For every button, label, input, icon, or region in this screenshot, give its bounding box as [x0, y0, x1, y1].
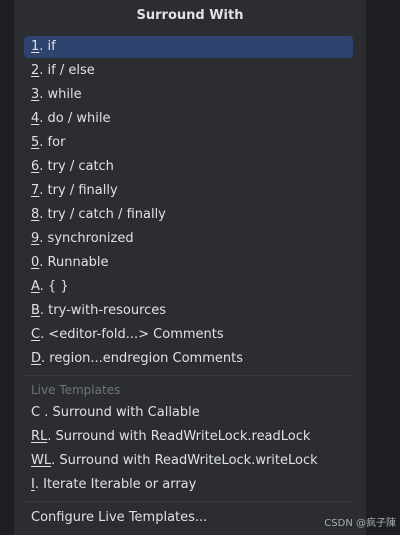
menu-item-if[interactable]: 1. if [24, 36, 353, 58]
menu-item-mnemonic: 3 [31, 87, 40, 102]
configure-live-templates-link[interactable]: Configure Live Templates... [31, 510, 208, 525]
menu-item-mnemonic: RL [31, 429, 48, 444]
menu-item-label: . try / catch [39, 159, 114, 174]
menu-item-label: . <editor-fold...> Comments [40, 327, 224, 342]
menu-item-do-while[interactable]: 4. do / while [24, 108, 353, 130]
menu-item-mnemonic: WL [31, 453, 52, 468]
menu-item-editor-fold-comments[interactable]: C. <editor-fold...> Comments [24, 324, 353, 346]
menu-item-label: . if [39, 39, 56, 54]
menu-item-label: . synchronized [39, 231, 134, 246]
menu-item-runnable[interactable]: 0. Runnable [24, 252, 353, 274]
menu-item-readlock[interactable]: RL. Surround with ReadWriteLock.readLock [24, 426, 353, 448]
menu-item-mnemonic: I [31, 477, 35, 492]
menu-item-mnemonic: 9 [31, 231, 40, 246]
editor-background-left [0, 0, 14, 535]
menu-item-if-else[interactable]: 2. if / else [24, 60, 353, 82]
menu-item-try-finally[interactable]: 7. try / finally [24, 180, 353, 202]
menu-item-mnemonic: 7 [31, 183, 40, 198]
menu-item-mnemonic: C [31, 327, 41, 342]
menu-item-braces[interactable]: A. { } [24, 276, 353, 298]
menu-item-try-catch[interactable]: 6. try / catch [24, 156, 353, 178]
menu-item-surround-callable[interactable]: C . Surround with Callable [24, 402, 353, 424]
menu-item-label: . do / while [39, 111, 111, 126]
live-templates-group-label: Live Templates [31, 383, 121, 397]
menu-item-label: . Runnable [39, 255, 109, 270]
menu-item-label: . for [39, 135, 66, 150]
menu-item-iterate-iterable[interactable]: I. Iterate Iterable or array [24, 474, 353, 496]
menu-item-mnemonic: D [31, 351, 42, 366]
separator [24, 375, 353, 376]
surround-with-popup: Surround With 1. if 2. if / else 3. whil… [14, 0, 366, 535]
menu-item-try-catch-finally[interactable]: 8. try / catch / finally [24, 204, 353, 226]
popup-title: Surround With [136, 8, 244, 23]
menu-item-label: . if / else [39, 63, 95, 78]
menu-item-writelock[interactable]: WL. Surround with ReadWriteLock.writeLoc… [24, 450, 353, 472]
menu-item-mnemonic: 4 [31, 111, 40, 126]
menu-item-label: . { } [39, 279, 69, 294]
menu-item-mnemonic: 2 [31, 63, 40, 78]
menu-item-label: . Iterate Iterable or array [34, 477, 197, 492]
menu-item-label: . try / catch / finally [39, 207, 166, 222]
menu-item-mnemonic: B [31, 303, 40, 318]
menu-item-mnemonic: 5 [31, 135, 40, 150]
separator [24, 501, 353, 502]
menu-item-label: . Surround with ReadWriteLock.writeLock [51, 453, 318, 468]
menu-item-mnemonic: 1 [31, 39, 40, 54]
menu-item-mnemonic: 8 [31, 207, 40, 222]
menu-item-label: . try-with-resources [39, 303, 167, 318]
menu-item-label: . Surround with ReadWriteLock.readLock [47, 429, 311, 444]
menu-item-mnemonic: 0 [31, 255, 40, 270]
menu-item-label: . region...endregion Comments [41, 351, 243, 366]
menu-item-label: C . Surround with Callable [31, 405, 200, 420]
editor-background-right [366, 0, 400, 535]
menu-item-synchronized[interactable]: 9. synchronized [24, 228, 353, 250]
menu-item-label: . while [39, 87, 82, 102]
menu-item-try-with-resources[interactable]: B. try-with-resources [24, 300, 353, 322]
menu-item-mnemonic: A [31, 279, 40, 294]
menu-item-for[interactable]: 5. for [24, 132, 353, 154]
menu-item-region-comments[interactable]: D. region...endregion Comments [24, 348, 353, 370]
menu-item-label: . try / finally [39, 183, 118, 198]
menu-item-while[interactable]: 3. while [24, 84, 353, 106]
watermark: CSDN @疯子陳 [324, 518, 396, 529]
menu-item-mnemonic: 6 [31, 159, 40, 174]
